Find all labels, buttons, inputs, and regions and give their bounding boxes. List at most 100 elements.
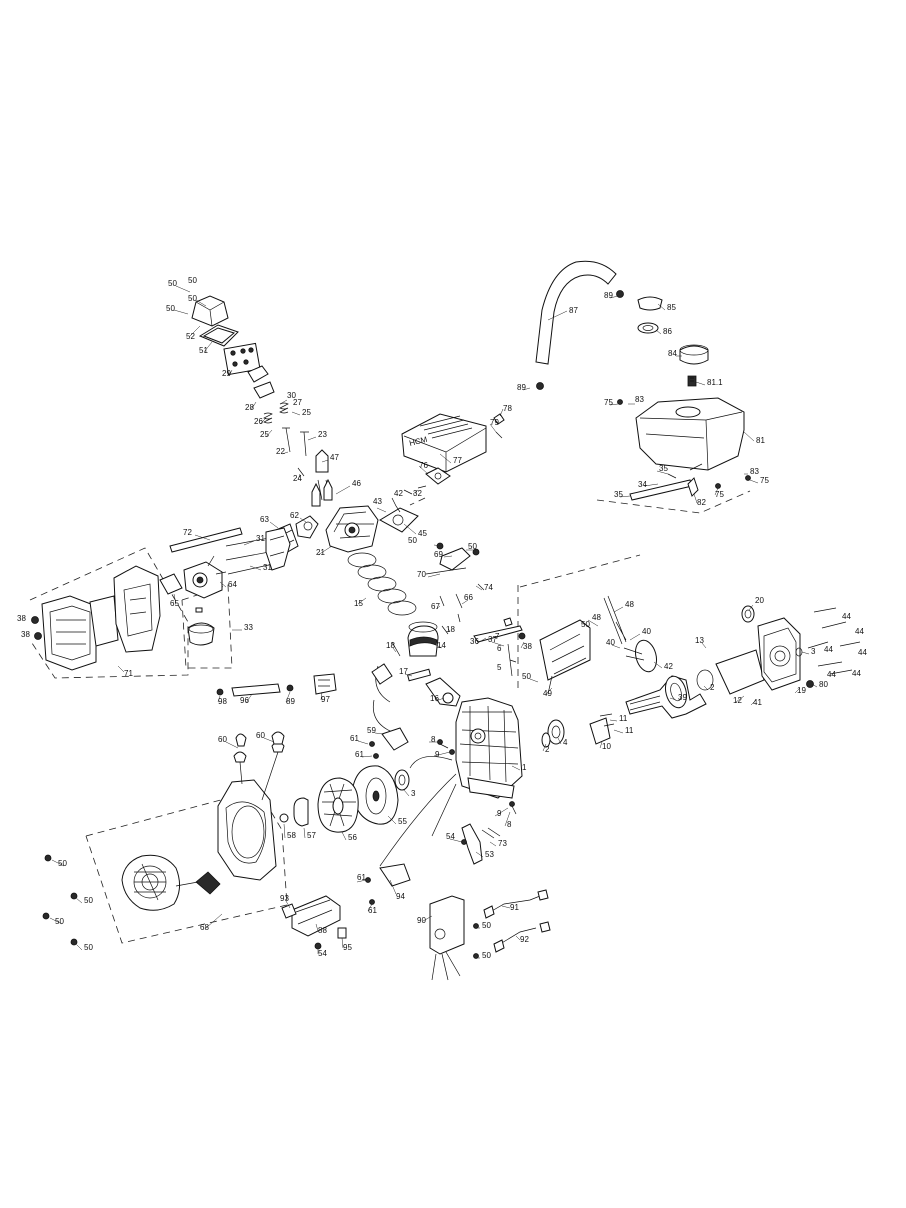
part-callout: 56 [348,833,357,842]
part-callout: 29 [222,369,231,378]
part-callout: 52 [186,332,195,341]
part-callout: 92 [520,935,529,944]
part-callout: 89 [604,291,613,300]
part-callout: 68 [200,923,209,932]
cover-bolts [807,607,861,675]
part-callout: 44 [852,669,861,678]
part-callout: 50 [58,859,67,868]
flywheel-assembly [279,663,410,833]
starter-motor [291,895,341,937]
part-callout: 50 [581,620,590,629]
part-callout: 15 [354,599,363,608]
push-rods [603,595,627,645]
part-callout: 96 [240,696,249,705]
part-callout: 83 [635,395,644,404]
part-callout: 40 [642,627,651,636]
part-callout: 61 [355,750,364,759]
piston [407,621,439,657]
valve-exhaust [300,431,309,457]
part-callout: 44 [858,648,867,657]
part-callout: 50 [84,896,93,905]
part-callout: 18 [446,625,455,634]
valve-springs [263,402,289,424]
part-callout: 33 [244,623,253,632]
part-callout: 7 [495,632,500,641]
part-callout: 37 [488,635,497,644]
part-callout: 77 [453,456,462,465]
part-callout: 80 [819,680,828,689]
part-callout: 35 [614,490,623,499]
part-callout: 70 [417,570,426,579]
muffler [401,413,487,473]
starter-cup [293,797,309,827]
part-callout: 2 [545,745,550,754]
head-gasket [378,507,419,533]
part-callout: 91 [510,903,519,912]
intake-tube [169,527,243,553]
part-callout: 36 [470,637,479,646]
part-callout: 19 [797,686,806,695]
cap-gasket [637,322,659,334]
crankcase-cover [539,619,591,681]
governor-linkage [425,542,526,677]
part-callout: 13 [695,636,704,645]
control-box [429,895,465,955]
part-callout: 62 [290,511,299,520]
part-callout: 1 [522,763,527,772]
part-callout: 94 [396,892,405,901]
part-callout: 27 [293,398,302,407]
carb-gasket [159,573,183,595]
part-callout: 55 [398,817,407,826]
part-callout: 50 [168,279,177,288]
part-callout: 81.1 [707,378,723,387]
part-callout: 58 [287,831,296,840]
part-callout: 34 [638,480,647,489]
part-callout: 28 [245,403,254,412]
part-callout: 3 [411,789,416,798]
part-callout: 50 [408,536,417,545]
part-callout: 22 [276,447,285,456]
part-callout: 8 [431,735,436,744]
part-callout: 54 [318,949,327,958]
part-callout: 4 [563,738,568,747]
fuel-pipe [535,260,617,365]
breather-hose [231,683,281,697]
crankcase-cover-assembly [539,595,861,719]
part-callout: 83 [750,467,759,476]
valve-intake [282,427,291,453]
part-callout: 84 [668,349,677,358]
part-callout: 50 [188,276,197,285]
part-callout: 51 [199,346,208,355]
part-callout: 50 [84,943,93,952]
part-callout: 63 [260,515,269,524]
part-callout: 44 [827,670,836,679]
float-bowl [187,622,215,646]
cover-gasket [715,649,765,695]
part-callout: 50 [468,542,477,551]
part-callout: 35 [659,464,668,473]
part-callout: 31 [256,534,265,543]
cylinder-head [275,497,419,555]
part-callout: 25 [260,430,269,439]
valve-cover-assembly [191,295,333,507]
part-callout: 87 [569,306,578,315]
carburetor-assembly [159,527,291,646]
wire-harness-91 [489,895,541,913]
muffler-assembly: HCM [401,413,505,495]
part-callout: 50 [482,951,491,960]
part-callout: 38 [17,614,26,623]
part-callout: 73 [498,839,507,848]
fuel-strainer [637,296,663,311]
part-callout: 97 [321,695,330,704]
part-callout: 88 [318,926,327,935]
part-callout: 44 [842,612,851,621]
part-callout: 53 [485,850,494,859]
fuel-tank [635,397,745,471]
part-callout: 59 [367,726,376,735]
fuel-system [535,260,751,501]
piston-rings [347,552,417,616]
part-callout: 49 [543,689,552,698]
part-callout: 9 [497,809,502,818]
part-callout: 75 [715,490,724,499]
